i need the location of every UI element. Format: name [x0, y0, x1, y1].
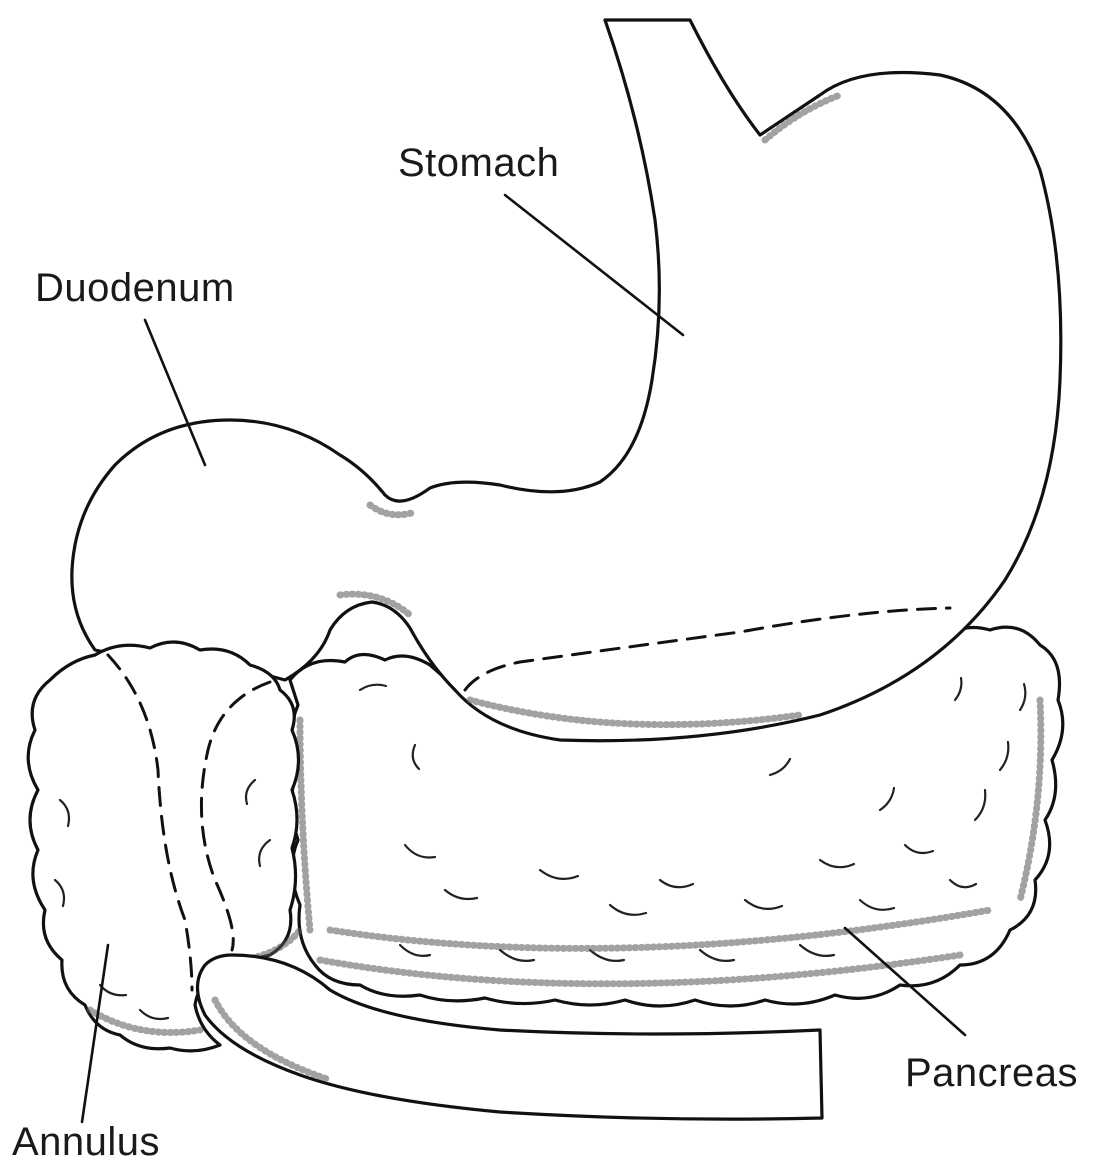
duodenum-label: Duodenum: [35, 268, 235, 308]
annulus-label: Annulus: [12, 1122, 160, 1162]
pancreas-label: Pancreas: [905, 1053, 1078, 1093]
stomach-organ: [72, 20, 1061, 741]
stomach-label: Stomach: [398, 143, 559, 183]
